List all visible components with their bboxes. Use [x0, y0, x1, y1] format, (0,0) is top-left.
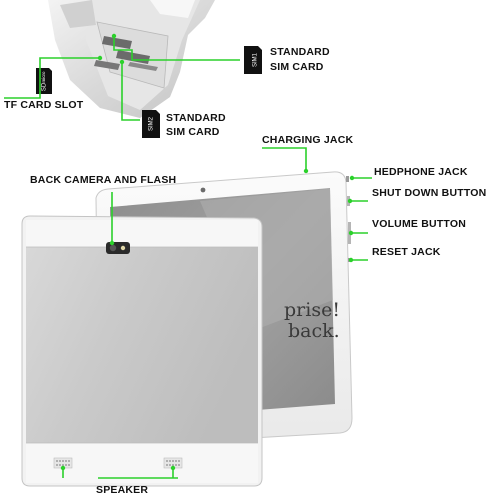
tablet-back-top-trim [26, 220, 258, 247]
front-camera-dot [200, 187, 206, 193]
callout-line-sim2 [121, 62, 140, 121]
sim1-chip-icon: SIM1 [244, 46, 262, 74]
label-shut-down-button: SHUT DOWN BUTTON [372, 187, 487, 199]
label-standard-sim-card-top-line2: SIM CARD [270, 61, 324, 73]
sim2-chip-icon: SIM2 [142, 110, 160, 138]
headphone-port [346, 176, 349, 182]
sim2-chip-text: SIM2 [149, 116, 155, 131]
callout-line-tf [4, 57, 100, 99]
screen-watermark-line2: back. [288, 320, 340, 342]
sd-chip-text-bottom: SD [42, 82, 48, 91]
label-speaker: SPEAKER [96, 484, 149, 496]
sim1-chip-text: SIM1 [253, 52, 259, 67]
back-camera-lens [109, 244, 117, 252]
label-back-camera-and-flash: BACK CAMERA AND FLASH [30, 174, 177, 186]
slot-closeup-edge [60, 0, 96, 28]
label-tf-card-slot: TF CARD SLOT [4, 99, 84, 111]
callout-line-sim1 [113, 36, 240, 61]
callout-line-charging [262, 147, 307, 170]
back-camera-module [106, 242, 130, 254]
sd-chip-icon: micro SD [36, 68, 52, 94]
label-headphone-jack: HEDPHONE JACK [374, 166, 468, 178]
callout-dots [60, 33, 355, 471]
slot-closeup-highlight [150, 0, 195, 18]
tf-slot [94, 60, 120, 70]
flash-led [120, 245, 126, 251]
slot-detail [128, 62, 158, 71]
label-volume-button: VOLUME BUTTON [372, 218, 466, 230]
speaker-grille-left [53, 457, 73, 469]
label-standard-sim-card-bottom-line1: STANDARD [166, 112, 226, 124]
tablet-back [21, 215, 263, 487]
sd-chip-text-top: micro [41, 71, 46, 82]
label-charging-jack: CHARGING JACK [262, 134, 354, 146]
label-standard-sim-card-bottom-line2: SIM CARD [166, 126, 220, 138]
screen-watermark-line1: prise! [284, 299, 340, 321]
label-standard-sim-card-top-line1: STANDARD [270, 46, 330, 58]
sim1-slot [102, 36, 132, 49]
callout-lines [4, 36, 372, 479]
label-reset-jack: RESET JACK [372, 246, 441, 258]
tablet-back-panel [26, 247, 258, 443]
